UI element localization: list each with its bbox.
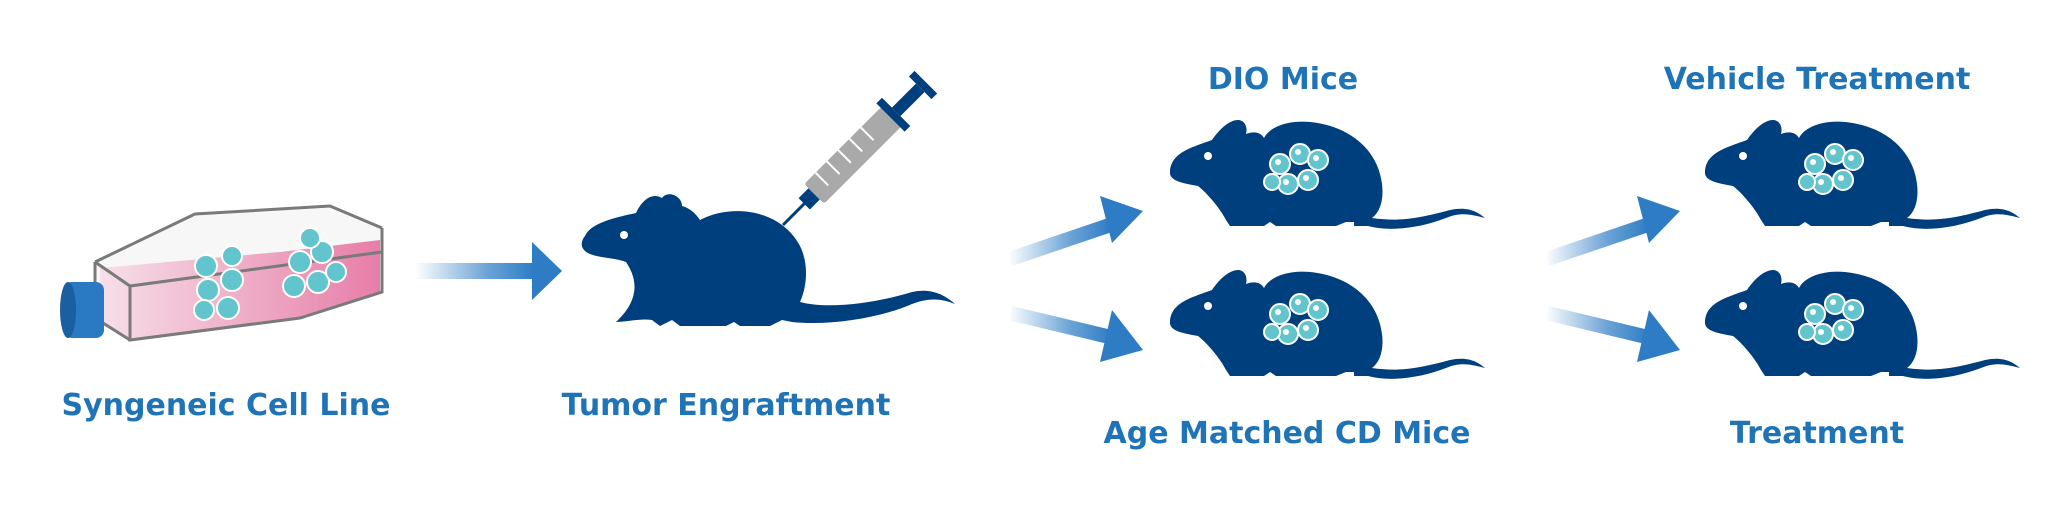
arrow-to-dio-group <box>1008 196 1143 266</box>
treatment-mouse-icon <box>1705 270 2020 379</box>
label-vehicle-treatment: Vehicle Treatment <box>1663 62 1971 97</box>
label-tumor-engraftment: Tumor Engraftment <box>561 388 891 423</box>
vehicle-treatment-mouse-icon <box>1705 120 2020 229</box>
arrow-cell-line-to-engraftment <box>415 242 562 300</box>
label-age-matched-cd-mice: Age Matched CD Mice <box>1103 416 1471 451</box>
arrow-to-cd-group <box>1008 306 1143 362</box>
label-dio-mice: DIO Mice <box>1207 62 1359 97</box>
label-syngeneic-cell-line: Syngeneic Cell Line <box>61 388 391 423</box>
culture-flask-icon <box>60 204 384 342</box>
dio-mouse-icon <box>1170 120 1485 229</box>
label-treatment: Treatment <box>1729 416 1905 451</box>
arrow-to-treatment <box>1545 306 1680 362</box>
syringe-icon <box>781 70 938 227</box>
cd-mouse-icon <box>1170 270 1485 379</box>
arrow-to-vehicle-treatment <box>1545 196 1680 266</box>
engrafted-mouse-icon <box>581 194 955 326</box>
